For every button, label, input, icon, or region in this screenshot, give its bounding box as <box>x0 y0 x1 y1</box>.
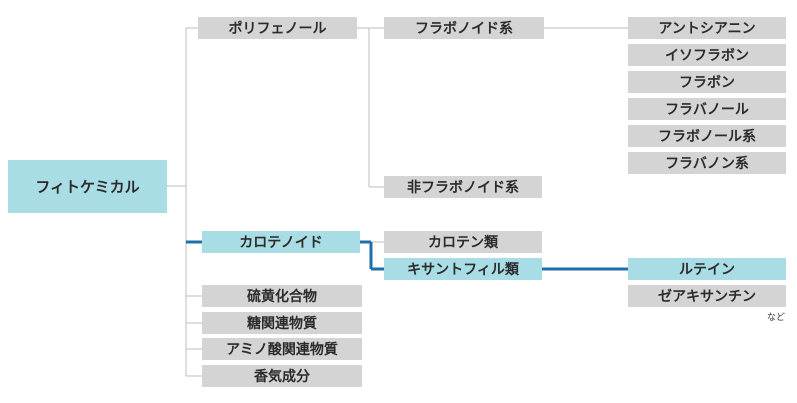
node-lutein-label: ルテイン <box>679 262 735 278</box>
node-lutein: ルテイン <box>628 258 786 280</box>
node-zeaxanthin-label: ゼアキサンチン <box>658 289 756 305</box>
node-amino-label: アミノ酸関連物質 <box>226 342 338 358</box>
node-flavonoid-item-label: フラバノール <box>665 102 749 118</box>
root-phytochemical: フィトケミカル <box>8 160 167 213</box>
node-flavonoid-item: イソフラボン <box>628 44 786 66</box>
node-sulfur-label: 硫黄化合物 <box>247 289 317 305</box>
node-flavonoid-label: フラボノイド系 <box>415 21 513 37</box>
node-flavonoid-item: フラバノール <box>628 98 786 120</box>
node-carotenoid: カロテノイド <box>202 231 360 253</box>
node-sugar: 糖関連物質 <box>202 312 362 334</box>
node-sulfur: 硫黄化合物 <box>202 285 362 307</box>
node-flavonoid-item: フラボン <box>628 71 786 93</box>
node-flavonoid-item: アントシアニン <box>628 17 786 39</box>
node-sugar-label: 糖関連物質 <box>247 316 317 332</box>
node-xanthophyll: キサントフィル類 <box>384 258 542 280</box>
node-flavonoid-item-label: フラバノン系 <box>665 156 749 172</box>
node-flavonoid: フラボノイド系 <box>384 17 544 39</box>
etc-note: など <box>767 313 786 323</box>
node-carotenoid-label: カロテノイド <box>239 235 323 251</box>
node-flavonoid-item-label: イソフラボン <box>665 48 749 64</box>
node-polyphenol-label: ポリフェノール <box>228 21 327 37</box>
node-amino: アミノ酸関連物質 <box>202 338 362 360</box>
node-flavonoid-item: フラバノン系 <box>628 152 786 174</box>
node-zeaxanthin: ゼアキサンチン <box>628 285 786 307</box>
root-label: フィトケミカル <box>35 178 140 196</box>
node-aroma-label: 香気成分 <box>254 369 310 385</box>
node-aroma: 香気成分 <box>202 365 362 387</box>
node-xanthophyll-label: キサントフィル類 <box>407 262 519 278</box>
node-carotene: カロテン類 <box>384 231 542 253</box>
node-nonflavonoid-label: 非フラボノイド系 <box>407 180 519 196</box>
node-flavonoid-item-label: フラボン <box>679 75 735 91</box>
node-carotene-label: カロテン類 <box>428 235 498 251</box>
node-nonflavonoid: 非フラボノイド系 <box>384 176 542 198</box>
node-polyphenol: ポリフェノール <box>198 17 357 39</box>
node-flavonoid-item-label: アントシアニン <box>658 21 756 37</box>
node-flavonoid-item-label: フラボノール系 <box>658 129 756 145</box>
node-flavonoid-item: フラボノール系 <box>628 125 786 147</box>
